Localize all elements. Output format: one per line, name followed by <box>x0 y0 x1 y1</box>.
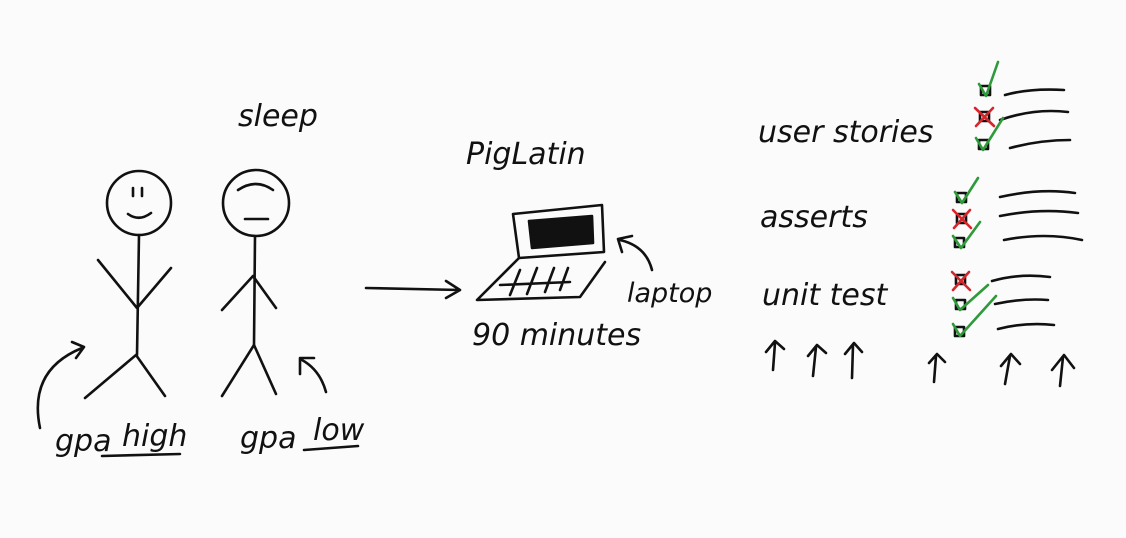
item-line <box>1003 88 1066 97</box>
label-gpa-high-word: high <box>122 419 187 454</box>
figure-arms <box>220 274 278 312</box>
figure-body <box>252 234 257 347</box>
laptop-display <box>527 214 595 250</box>
figure-arms <box>96 258 173 310</box>
check-icon <box>951 283 990 312</box>
up-arrows <box>764 339 1076 388</box>
checklist-user-stories <box>973 60 1072 152</box>
item-line <box>990 274 1052 283</box>
cross-icon <box>950 270 972 292</box>
up-arrow-icon <box>999 352 1022 386</box>
label-asserts: asserts <box>760 200 868 235</box>
check-icon <box>951 294 998 338</box>
item-line <box>998 109 1070 122</box>
checkbox <box>954 273 967 286</box>
cross-icon <box>951 208 973 230</box>
item-line <box>998 189 1077 199</box>
up-arrow-icon <box>764 339 786 372</box>
check-icon <box>951 220 982 250</box>
label-laptop: laptop <box>627 278 712 309</box>
curved-arrow-icon <box>298 356 328 394</box>
check-icon <box>977 60 1000 98</box>
up-arrow-icon <box>927 352 947 384</box>
label-user-stories: user stories <box>758 115 933 150</box>
checkbox <box>955 212 968 225</box>
laptop-base <box>475 256 607 302</box>
figure-head <box>221 168 291 238</box>
stick-figure-high <box>83 169 173 400</box>
cross-icon <box>973 106 996 128</box>
up-arrow-icon <box>843 341 864 380</box>
label-90-minutes: 90 minutes <box>472 318 641 353</box>
item-line <box>996 322 1056 331</box>
up-arrow-icon <box>1050 353 1076 388</box>
underline-high <box>100 452 182 458</box>
laptop-screen <box>511 203 606 260</box>
figure-head <box>105 169 173 237</box>
figure-tired-eyes <box>236 182 275 192</box>
item-line <box>993 298 1050 306</box>
label-sleep: sleep <box>238 99 318 134</box>
label-gpa-low-word: low <box>313 413 365 448</box>
curved-arrow-icon <box>36 340 86 430</box>
item-line <box>1008 138 1072 150</box>
item-line <box>998 209 1080 218</box>
label-piglatin: PigLatin <box>466 137 586 172</box>
check-icon <box>953 176 980 205</box>
checklist-unit-test <box>950 270 1056 338</box>
check-icon <box>974 116 1005 152</box>
up-arrow-icon <box>806 343 828 378</box>
right-arrow-icon <box>364 279 462 300</box>
checklist-asserts <box>951 176 1084 250</box>
figure-eyes <box>131 186 144 198</box>
label-gpa-low-prefix: gpa <box>240 421 296 456</box>
laptop-icon <box>475 203 607 302</box>
checkbox <box>978 110 991 123</box>
figure-body <box>135 233 141 357</box>
figure-smile <box>126 211 153 220</box>
figure-legs <box>83 353 167 400</box>
curved-arrow-icon <box>616 234 654 272</box>
figure-legs <box>220 343 278 398</box>
label-unit-test: unit test <box>762 278 889 313</box>
label-gpa-high-prefix: gpa <box>55 424 111 459</box>
item-line <box>1002 234 1084 242</box>
laptop-keyboard <box>498 266 572 297</box>
underline-low <box>302 444 360 452</box>
stick-figure-low <box>220 168 291 398</box>
